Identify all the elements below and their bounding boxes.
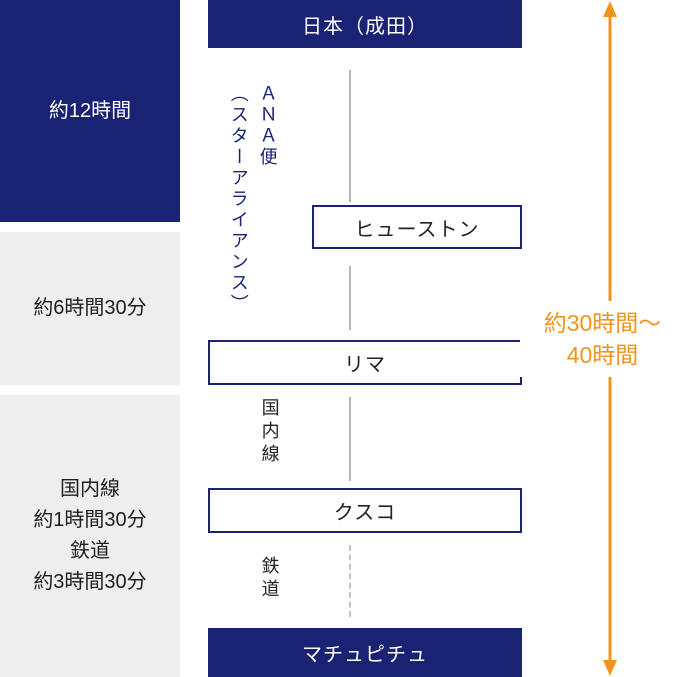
duration-leg3-line1: 国内線 bbox=[60, 478, 120, 500]
duration-leg3-block: 国内線 約1時間30分 鉄道 約3時間30分 bbox=[0, 395, 180, 677]
destination-label: マチュピチュ bbox=[302, 644, 428, 666]
duration-leg1-label: 約12時間 bbox=[48, 99, 132, 122]
airline-label-col2: （スターアライアンス） bbox=[228, 84, 249, 315]
stop-cusco-box: クスコ bbox=[208, 488, 522, 533]
domestic-line-label: 国内線 bbox=[259, 398, 280, 467]
route-line-2 bbox=[349, 266, 351, 330]
destination-box: マチュピチュ bbox=[208, 628, 522, 677]
duration-leg2-block: 約6時間30分 bbox=[0, 232, 180, 385]
total-duration-label: 約30時間〜 40時間 bbox=[520, 301, 685, 378]
railway-label: 鉄道 bbox=[259, 556, 280, 602]
total-duration-line2: 40時間 bbox=[566, 342, 639, 369]
duration-leg3-line3: 鉄道 bbox=[70, 540, 110, 562]
route-line-4-dashed bbox=[349, 545, 351, 617]
stop-cusco-label: クスコ bbox=[333, 502, 397, 524]
duration-leg3-line4: 約3時間30分 bbox=[33, 571, 147, 593]
duration-leg2-label: 約6時間30分 bbox=[33, 297, 147, 319]
stop-lima-label: リマ bbox=[344, 354, 386, 376]
stop-houston-label: ヒューストン bbox=[354, 218, 480, 241]
route-line-3 bbox=[349, 397, 351, 481]
origin-label: 日本（成田） bbox=[302, 15, 428, 38]
duration-leg1-block: 約12時間 bbox=[0, 0, 180, 222]
duration-leg3-line2: 約1時間30分 bbox=[33, 509, 147, 531]
airline-label: ＡＮＡ便 （スターアライアンス） bbox=[228, 84, 278, 315]
route-line-1 bbox=[349, 70, 351, 202]
total-duration-line1: 約30時間〜 bbox=[543, 310, 662, 336]
airline-label-col1: ＡＮＡ便 bbox=[257, 84, 278, 168]
stop-houston-box: ヒューストン bbox=[312, 205, 522, 249]
origin-box: 日本（成田） bbox=[208, 0, 522, 48]
stop-lima-box: リマ bbox=[208, 340, 522, 385]
